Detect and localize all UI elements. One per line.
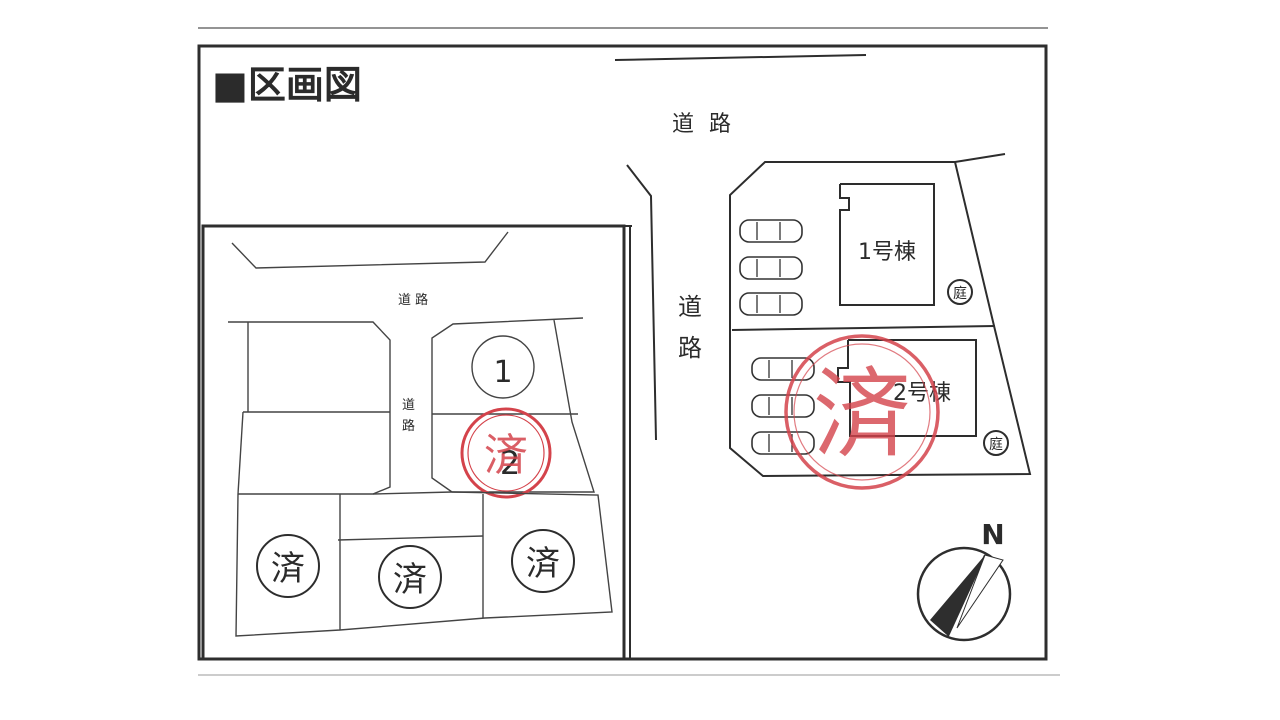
page-title: ■区画図	[212, 63, 362, 107]
road-label-vertical-right-1: 道	[678, 293, 702, 321]
sold-mark-2	[378, 545, 442, 609]
lot-2-number: 2	[500, 444, 520, 482]
north-compass-icon	[916, 546, 1012, 642]
parking-lot-2	[751, 357, 815, 455]
road-edge-right-top	[614, 54, 867, 61]
car-icon	[739, 292, 803, 316]
right-area-map: 道 路 道 路 1号棟 2号棟 庭 庭	[614, 54, 1032, 642]
left-area-map: 道 路 道 路 1 2 済 済 済 済	[201, 224, 632, 661]
sold-mark-3	[511, 529, 575, 593]
lot-1-number: 1	[493, 355, 512, 390]
road-label-vertical-right-2: 路	[678, 334, 702, 362]
car-icon	[751, 394, 815, 418]
sold-stamp-lot-2	[460, 407, 552, 499]
building-1	[839, 183, 935, 306]
road-label-vertical-left-2: 路	[402, 418, 415, 434]
road-label-vertical-left-1: 道	[402, 398, 415, 413]
compass-north-label: N	[981, 518, 1004, 551]
road-edge-top	[231, 231, 509, 269]
garden-1-label: 庭	[953, 285, 967, 302]
left-map-frame	[201, 224, 626, 661]
block-bottom	[235, 491, 613, 637]
building-1-label: 1号棟	[858, 240, 916, 265]
sold-mark-3-text: 済	[526, 544, 560, 584]
garden-2-marker	[983, 430, 1009, 456]
block-lots-1-2	[431, 317, 595, 493]
garden-2-label: 庭	[989, 436, 1003, 453]
road-label-top-left: 道 路	[398, 292, 428, 308]
lot-1-marker	[471, 335, 535, 399]
car-icon	[751, 357, 815, 381]
site-outline	[729, 153, 1032, 478]
sold-mark-2-text: 済	[393, 560, 427, 600]
sold-stamp-lot-2-text: 済	[484, 430, 528, 481]
building-2	[837, 339, 977, 437]
car-icon	[751, 431, 815, 455]
car-icon	[739, 219, 803, 243]
sold-stamp-building-2	[784, 334, 940, 490]
road-label-top-right: 道 路	[672, 112, 735, 137]
lot-divider	[731, 325, 996, 331]
road-edge-right-vertical	[626, 164, 657, 441]
garden-1-marker	[947, 279, 973, 305]
block-left-upper	[228, 321, 391, 495]
sold-mark-1-text: 済	[271, 549, 305, 589]
building-2-label: 2号棟	[893, 381, 951, 406]
car-icon	[739, 256, 803, 280]
parking-lot-1	[739, 219, 803, 316]
sold-stamp-building-2-text: 済	[813, 358, 911, 472]
sold-mark-1	[256, 534, 320, 598]
